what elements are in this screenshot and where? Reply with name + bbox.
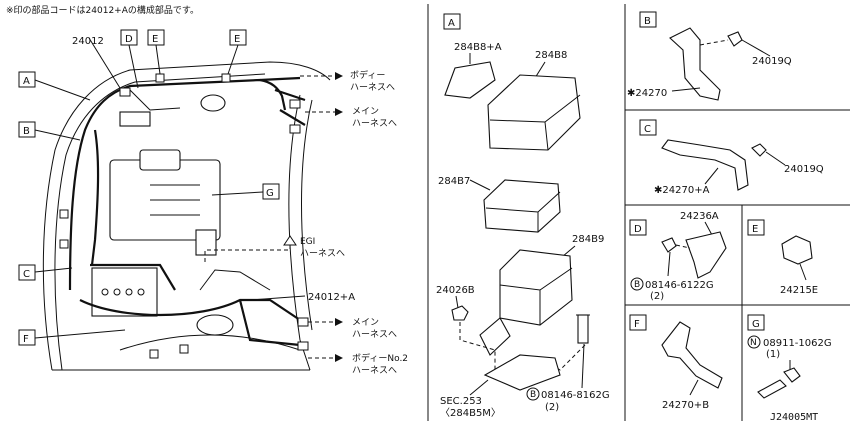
part-284b7: 284B7 [438, 176, 470, 187]
arrow-main-harness-top-1: メイン [352, 107, 379, 117]
part-284b7-shape [483, 179, 561, 233]
panel-a: A 284B8+A 284B8 284B7 284B9 24026B SEC.2… [436, 13, 610, 419]
arrow-body-no2-harness-2: ハーネスへ [352, 365, 397, 376]
part-24270b-shape [661, 321, 723, 389]
harness-24012 [68, 78, 287, 291]
panel-grid [624, 4, 850, 421]
part-24019q-b: 24019Q [752, 56, 792, 67]
panel-e: E 24215E [747, 219, 818, 296]
nut-qty-g: (1) [766, 349, 780, 360]
panel-d: D 24236A B 08146-6122G (2) [629, 211, 727, 302]
part-24215e: 24215E [780, 285, 818, 296]
panel-f: F 24270+B [629, 314, 723, 411]
ground-terminal-shape [757, 379, 787, 399]
vehicle-outline-left [42, 61, 331, 371]
clip-24019q-b [727, 31, 743, 47]
clip-24019q-c [751, 143, 767, 157]
callout-f: F [23, 334, 29, 345]
panel-b: B 24019Q ✱24270 [627, 11, 792, 101]
part-24236a: 24236A [680, 211, 719, 222]
vehicle-outline-inner [54, 73, 266, 371]
label-24012: 24012 [72, 36, 104, 47]
arrow-egi-harness-1: EGI [300, 237, 315, 247]
sec-253: SEC.253 [440, 396, 482, 407]
callout-g: G [266, 188, 274, 199]
bolt-qty-a: (2) [545, 402, 559, 413]
panel-b-label: B [644, 16, 651, 27]
part-284b9-shape [499, 249, 573, 326]
part-24270a-shape [661, 139, 749, 191]
panel-g: G N 08911-1062G (1) [747, 314, 832, 399]
part-24270b: 24270+B [662, 400, 709, 411]
panel-c-label: C [644, 124, 651, 135]
bracket-shape [483, 354, 561, 391]
nut-prefix-g: N [750, 338, 757, 348]
diagram-code: J24005MT [770, 412, 818, 423]
arrow-main-harness-bottom-2: ハーネスへ [352, 329, 397, 340]
part-284b8a-shape [444, 61, 496, 99]
callout-e-1: E [152, 34, 158, 45]
part-284b8-shape [487, 74, 581, 151]
part-284b9: 284B9 [572, 234, 604, 245]
vehicle-outline-right [288, 94, 311, 371]
part-24270: ✱24270 [627, 88, 667, 99]
arrow-body-harness-2: ハーネスへ [350, 82, 395, 93]
panel-a-label: A [448, 18, 455, 29]
bolt-08146-8162g: 08146-8162G [541, 390, 610, 401]
arrow-body-no2-harness-1: ボディーNo.2 [352, 352, 408, 364]
label-24012a: 24012+A [308, 292, 355, 303]
callout-b: B [23, 126, 30, 137]
bolt-shape [577, 314, 589, 344]
main-harness-view: 24012 D E E A B C F G 24012+A ボディー ハーネスへ [18, 29, 408, 376]
arrow-egi-harness-2: ハーネスへ [300, 248, 345, 259]
panel-e-label: E [752, 224, 758, 235]
panel-g-label: G [752, 319, 760, 330]
bolt-prefix-a: B [530, 390, 536, 400]
part-24019q-c: 24019Q [784, 164, 824, 175]
panel-f-label: F [634, 319, 640, 330]
bolt-prefix-d: B [634, 280, 640, 290]
bolt-08146-6122g: 08146-6122G [645, 280, 714, 291]
arrow-body-harness-1: ボディー [350, 69, 385, 81]
sec-284b5m: 〈284B5M〉 [440, 407, 501, 419]
part-284b8a: 284B8+A [454, 42, 502, 53]
arrow-main-harness-top-2: ハーネスへ [352, 118, 397, 129]
part-24026b: 24026B [436, 285, 475, 296]
panel-c: C 24019Q ✱24270+A [639, 119, 824, 196]
bracket-24236a-shape [685, 231, 727, 279]
arrow-main-harness-bottom-1: メイン [352, 318, 379, 328]
part-24270-shape [669, 27, 721, 101]
nut-24026b [451, 305, 469, 321]
nut-g-shape [783, 367, 801, 383]
clip-24215e-shape [781, 235, 813, 265]
callout-e-2: E [234, 34, 240, 45]
part-24270a: ✱24270+A [654, 185, 710, 196]
bolt-qty-d: (2) [650, 291, 664, 302]
callout-c: C [23, 269, 30, 280]
part-284b8: 284B8 [535, 50, 567, 61]
bolt-d [661, 237, 677, 253]
note-text: ※印の部品コードは24012+Aの構成部品です。 [6, 4, 199, 16]
nut-08911-1062g: 08911-1062G [763, 338, 832, 349]
panel-d-label: D [634, 224, 642, 235]
callout-a: A [23, 76, 30, 87]
callout-d: D [125, 34, 133, 45]
